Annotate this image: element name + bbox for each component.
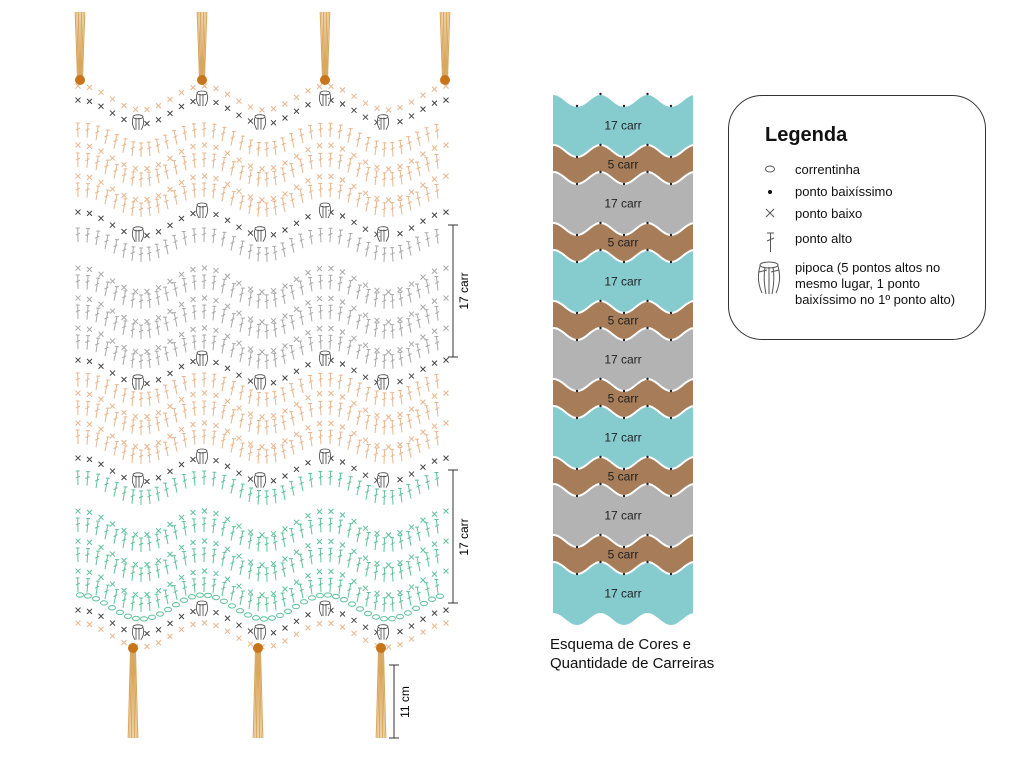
band-row-count-label: 5 carr	[608, 158, 639, 172]
double-crochet-t-icon	[759, 231, 781, 256]
stitch-row-x	[75, 142, 449, 172]
fringe-tassel	[196, 11, 208, 85]
band-row-count-label: 5 carr	[608, 392, 639, 406]
chain-oval-icon	[759, 162, 781, 177]
band-row-count-label: 17 carr	[604, 197, 641, 211]
stitch-chart	[75, 83, 449, 650]
stitch-row-dc	[75, 227, 440, 262]
band-row-count-label: 5 carr	[608, 236, 639, 250]
fringe-tassel	[127, 643, 139, 739]
color-band: 17 carr	[552, 404, 694, 469]
stitch-row-xpop	[75, 202, 449, 243]
band-row-count-label: 17 carr	[604, 119, 641, 133]
stitch-row-dc	[75, 372, 440, 407]
stitch-row-dc	[75, 577, 440, 612]
band-row-count-label: 17 carr	[604, 431, 641, 445]
stitch-row-x	[75, 620, 449, 650]
color-band: 17 carr	[552, 560, 694, 625]
stitch-row-x	[75, 83, 449, 113]
stitch-row-xpop	[75, 600, 449, 641]
color-band: 17 carr	[552, 248, 694, 313]
fringe-tassel	[319, 11, 331, 85]
color-band: 5 carr	[552, 299, 694, 340]
stitch-row-dc	[75, 182, 440, 217]
stitch-row-dc	[75, 470, 440, 505]
stitch-row-dc	[75, 429, 440, 464]
stitch-row-xpop	[75, 448, 449, 489]
fringe-length-label: 11 cm	[398, 686, 412, 718]
caption-line-1: Esquema de Cores e	[550, 636, 691, 653]
legend-label: ponto baixíssimo	[795, 184, 893, 199]
legend-box: Legenda correntinha ponto baixíssimo pon…	[728, 95, 986, 340]
band-row-count-label: 17 carr	[604, 353, 641, 367]
popcorn-stitch-icon	[755, 260, 781, 299]
legend-label: ponto alto	[795, 231, 853, 246]
tassel-knot	[128, 643, 138, 653]
stitch-row-dc	[75, 547, 440, 582]
legend-label: ponto baixo	[795, 206, 863, 221]
band-row-count-label: 17 carr	[604, 587, 641, 601]
stitch-row-x	[75, 265, 449, 295]
color-band: 5 carr	[552, 377, 694, 418]
band-row-count-label: 5 carr	[608, 470, 639, 484]
fringe-tassel	[252, 643, 264, 739]
slip-stitch-dot-icon	[759, 184, 781, 199]
tassel-knot	[197, 75, 207, 85]
stitch-row-x	[75, 173, 449, 203]
tassel-knot	[440, 75, 450, 85]
stitch-row-dc	[75, 152, 440, 187]
legend-label: pipoca (5 pontos altos no mesmo lugar, 1…	[795, 260, 956, 307]
fringes	[74, 11, 451, 739]
color-scheme-caption: Esquema de Cores e Quantidade de Carreir…	[550, 635, 714, 673]
tassel-knot	[376, 643, 386, 653]
fringe-tassel	[375, 643, 387, 739]
stitch-row-dc	[75, 122, 440, 157]
stitch-row-x	[75, 568, 449, 598]
stitch-row-x	[75, 325, 449, 355]
color-band: 17 carr	[552, 92, 694, 157]
stitch-row-x	[75, 538, 449, 568]
stitch-row-dc	[75, 274, 440, 309]
legend-label: correntinha	[795, 162, 861, 177]
stitch-row-xpop	[75, 350, 449, 391]
color-band: 17 carr	[552, 170, 694, 235]
color-band: 17 carr	[552, 326, 694, 391]
band-row-count-label: 5 carr	[608, 314, 639, 328]
band-row-count-label: 17 carr	[604, 509, 641, 523]
tassel-knot	[320, 75, 330, 85]
color-band: 5 carr	[552, 533, 694, 574]
color-band: 17 carr	[552, 482, 694, 547]
gray-section-dimension-label: 17 carr	[457, 272, 471, 309]
tassel-knot	[253, 643, 263, 653]
dimension-markers: 17 carr 17 carr 11 cm	[389, 224, 471, 739]
color-band: 5 carr	[552, 455, 694, 496]
fringe-tassel	[439, 11, 451, 85]
legend-title: Legenda	[765, 124, 848, 146]
stitch-row-x	[75, 508, 449, 538]
stitch-row-chain	[76, 592, 444, 622]
stitch-row-dc	[75, 400, 440, 435]
color-band: 5 carr	[552, 143, 694, 184]
stitch-row-xpop	[75, 90, 449, 131]
caption-line-2: Quantidade de Carreiras	[550, 655, 715, 672]
color-band: 5 carr	[552, 221, 694, 262]
stitch-row-dc	[75, 304, 440, 339]
stitch-row-dc	[75, 517, 440, 552]
stitch-row-x	[75, 390, 449, 420]
stitch-row-x	[75, 295, 449, 325]
stitch-row-dc	[75, 334, 440, 369]
green-section-dimension-label: 17 carr	[457, 518, 471, 555]
fringe-tassel	[74, 11, 86, 85]
tassel-knot	[75, 75, 85, 85]
single-crochet-x-icon	[759, 206, 781, 221]
color-scheme-column: 17 carr 5 carr 17 carr 5 carr 17 carr 5 carr 1…	[552, 92, 694, 625]
stitch-row-x	[75, 420, 449, 450]
band-row-count-label: 5 carr	[608, 548, 639, 562]
band-row-count-label: 17 carr	[604, 275, 641, 289]
